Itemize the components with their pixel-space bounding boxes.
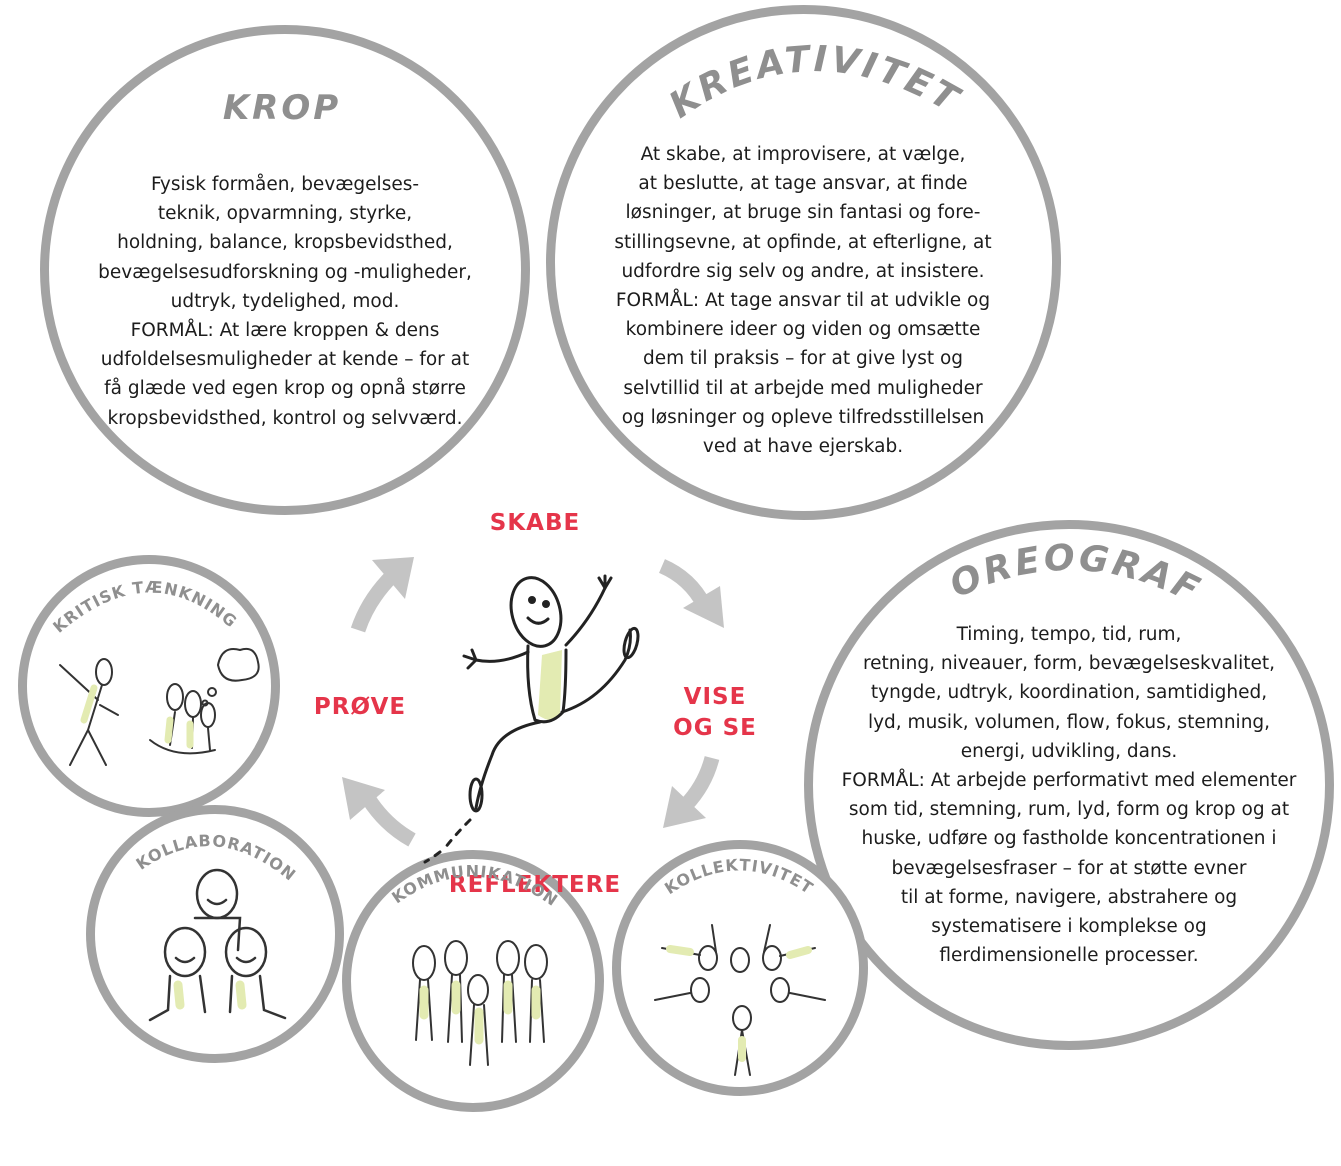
kreativitet-body: At skabe, at improvisere, at vælge, at b… [578, 140, 1028, 461]
kommunikation-title: KOMMUNIKATION [388, 862, 561, 911]
krop-title: KROP [222, 88, 342, 128]
text-line: at beslutte, at tage ansvar, at finde [638, 173, 968, 195]
text-line: udfordre sig selv og andre, at insistere… [621, 260, 985, 282]
jumping-figure-icon [423, 574, 640, 864]
text-line: energi, udvikling, dans. [960, 740, 1178, 762]
text-line: teknik, opvarmning, styrke, [157, 203, 413, 225]
stage-vise-line1: VISE [683, 684, 747, 710]
cycle-arrows [342, 557, 724, 847]
text-line: dem til praksis – for at give lyst og [642, 348, 964, 370]
text-line: systematisere i komplekse og [931, 916, 1207, 938]
text-line: kropsbevidsthed, kontrol og selvværd. [107, 407, 463, 429]
text-line: tyngde, udtryk, koordination, samtidighe… [870, 682, 1268, 704]
text-line: At skabe, at improvisere, at vælge, [640, 144, 966, 165]
text-line: holdning, balance, kropsbevidsthed, [117, 232, 453, 254]
text-line: til at forme, navigere, abstrahere og [900, 886, 1238, 908]
text-line: bevægelsesfraser – for at støtte evner [891, 857, 1247, 879]
kreativitet-title: KREATIVITET [662, 39, 967, 127]
krop-body: Fysisk formåen, bevægelses- teknik, opva… [60, 170, 510, 433]
text-line: FORMÅL: At lære kroppen & dens [130, 320, 440, 342]
text-line: udfoldelsesmuligheder at kende – for at [100, 349, 470, 371]
text-line: som tid, stemning, rum, lyd, form og kro… [848, 799, 1290, 821]
arrow-down-left-icon [663, 755, 720, 828]
text-line: FORMÅL: At tage ansvar til at udvikle og [615, 290, 991, 312]
text-line: Fysisk formåen, bevægelses- [150, 174, 420, 195]
kollektivitet-title: KOLLEKTIVITET [661, 855, 817, 898]
arrow-up-right-icon [350, 557, 414, 633]
stage-reflektere: REFLEKTERE [448, 872, 622, 898]
text-line: huske, udføre og fastholde koncentration… [861, 828, 1277, 850]
kommunikation-figures-icon [412, 940, 548, 1066]
text-line: FORMÅL: At arbejde performativt med elem… [841, 770, 1297, 792]
kritisk-taenkning-title: KRITISK TÆNKNING [49, 577, 241, 636]
kritisk-taenkning-circle [18, 555, 280, 817]
text-line: løsninger, at bruge sin fantasi og fore- [625, 202, 981, 224]
text-line: selvtillid til at arbejde med muligheder [623, 377, 983, 399]
krop-circle [40, 25, 530, 515]
text-line: stillingsevne, at opfinde, at efterligne… [614, 231, 992, 253]
kollaboration-circle [86, 805, 344, 1063]
kreativitet-circle [546, 5, 1061, 520]
text-line: Timing, tempo, tid, rum, [956, 624, 1182, 645]
stage-skabe: SKABE [489, 510, 581, 536]
kritisk-figures-icon [59, 647, 260, 766]
text-line: flerdimensionelle processer. [939, 945, 1199, 967]
text-line: få glæde ved egen krop og opnå større [104, 378, 466, 400]
text-line: retning, niveauer, form, bevægelseskvali… [862, 653, 1276, 675]
koreografi-title: KOREOGRAFI [0, 0, 1208, 612]
kollaboration-figures-icon [148, 868, 287, 1022]
arrow-down-right-icon [658, 559, 724, 628]
stage-prove: PRØVE [313, 694, 407, 720]
kollektivitet-figures-icon [654, 924, 826, 1076]
text-line: bevægelsesudforskning og -muligheder, [98, 261, 472, 283]
koreografi-circle [804, 520, 1334, 1050]
text-line: kombinere ideer og viden og omsætte [625, 319, 981, 341]
stage-vise-line2: OG SE [673, 715, 757, 741]
text-line: udtryk, tydelighed, mod. [170, 290, 400, 312]
text-line: lyd, musik, volumen, flow, fokus, stemni… [867, 711, 1271, 733]
text-line: og løsninger og opleve tilfredsstillelse… [621, 406, 985, 428]
text-line: ved at have ejerskab. [702, 436, 904, 458]
koreografi-body: Timing, tempo, tid, rum, retning, niveau… [819, 620, 1319, 970]
arrow-up-left-icon [342, 777, 416, 847]
